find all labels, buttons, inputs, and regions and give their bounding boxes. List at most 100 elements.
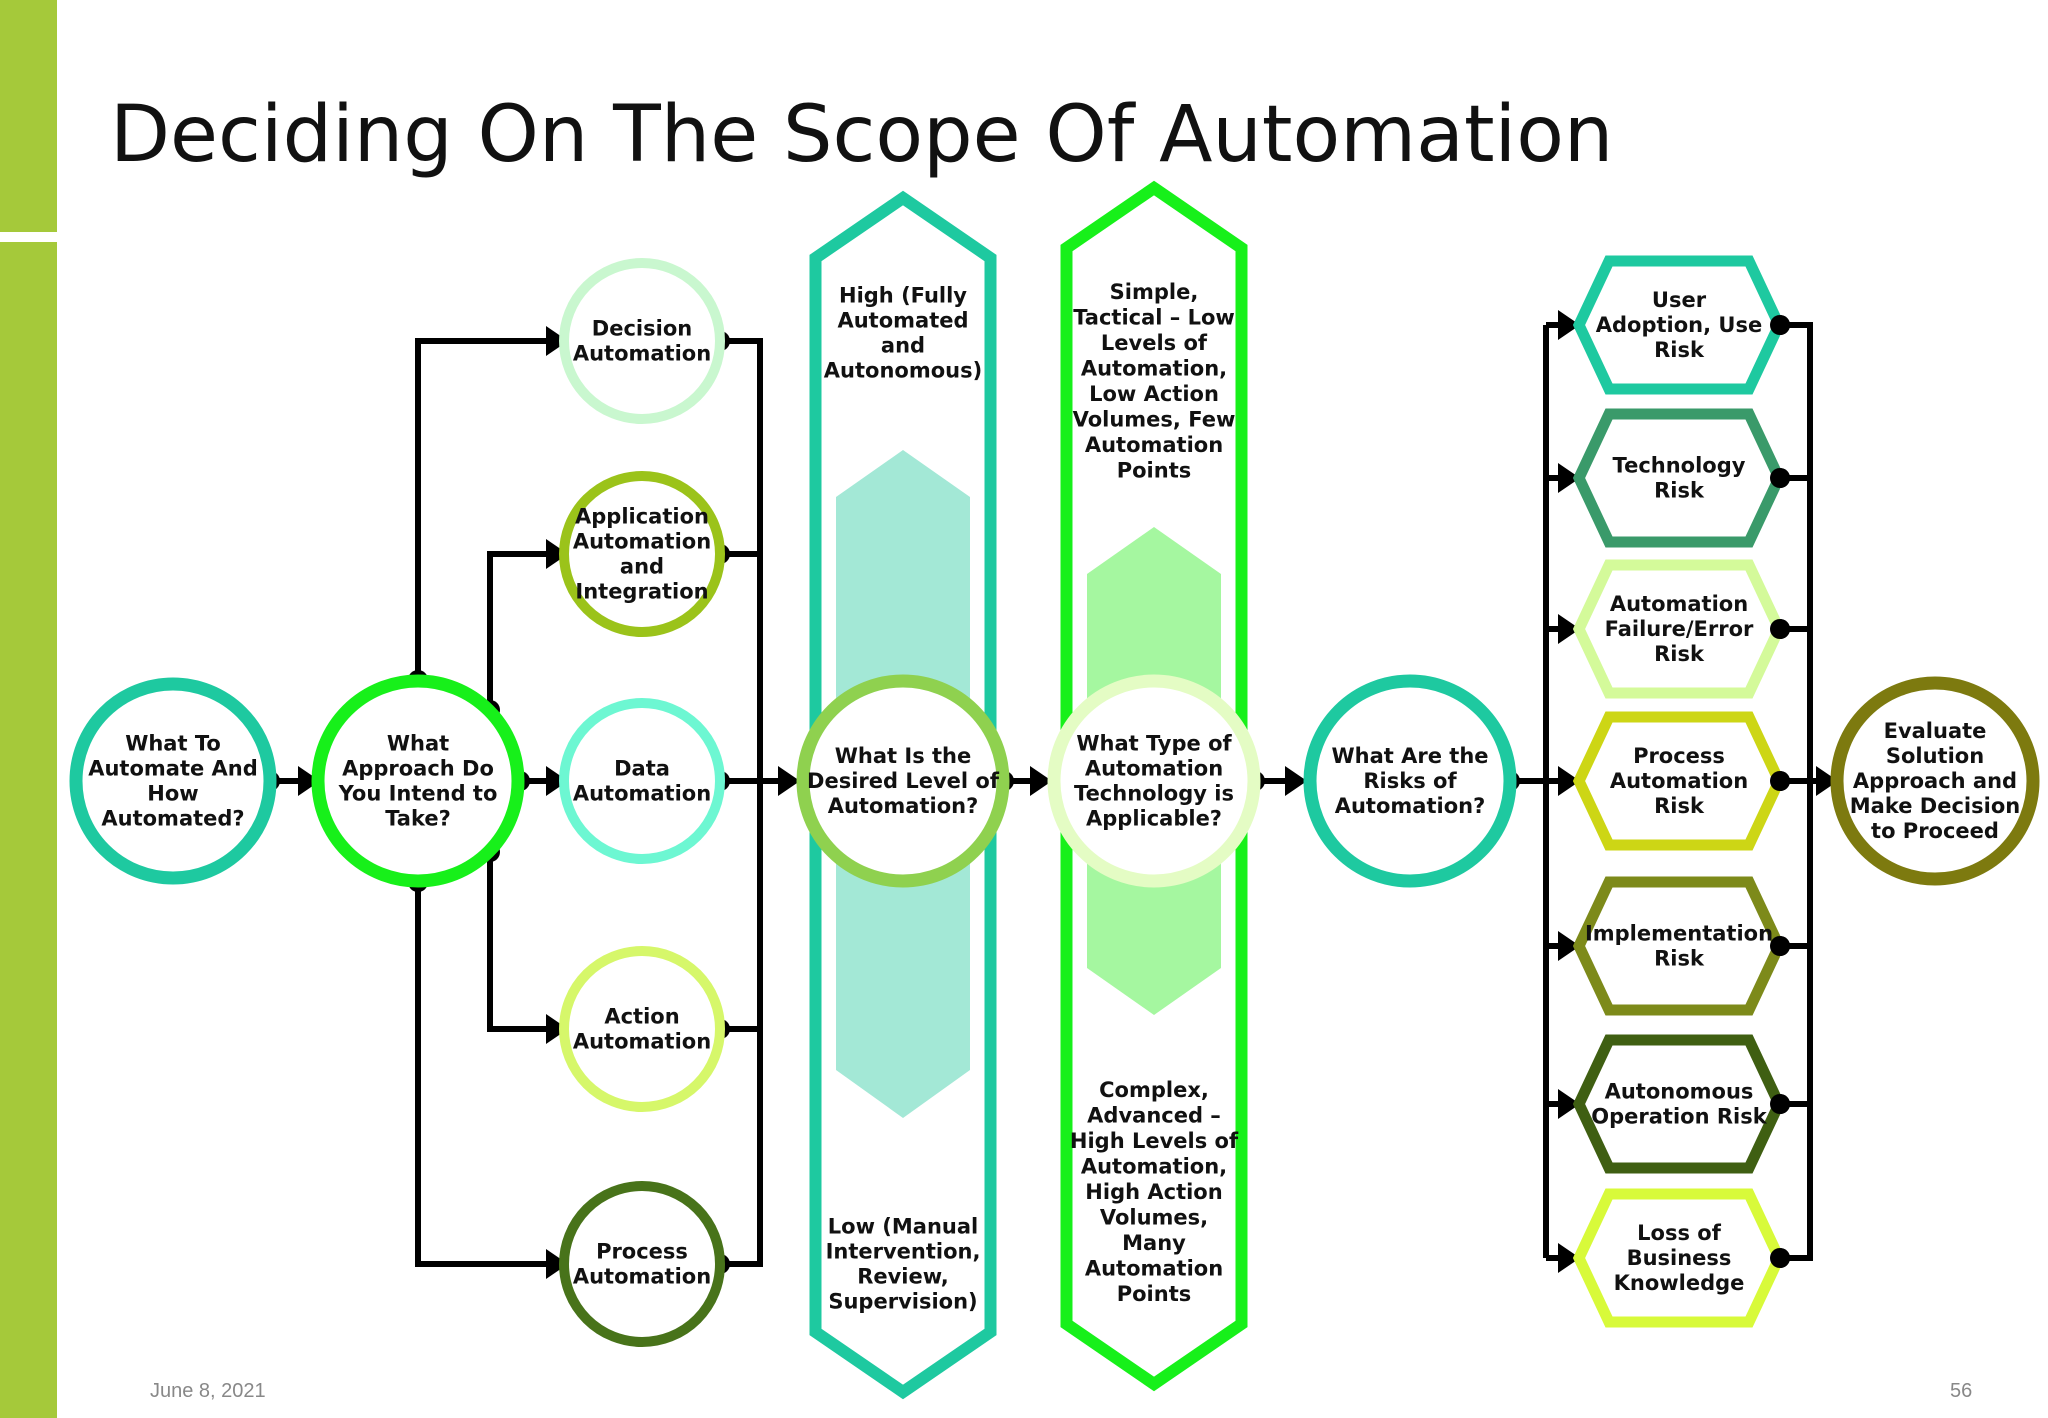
connector-line bbox=[720, 338, 763, 1267]
risk-label-line: Risk bbox=[1654, 794, 1705, 818]
connector-dot bbox=[1770, 315, 1790, 335]
level-low-label-line: Supervision) bbox=[828, 1290, 977, 1314]
technology-complex-label-line: High Action bbox=[1085, 1180, 1222, 1204]
approach-type-label-line: and bbox=[620, 555, 664, 579]
technology-complex-label-line: Volumes, bbox=[1100, 1206, 1208, 1230]
decision-node bbox=[1830, 676, 2040, 886]
connector-line bbox=[487, 852, 548, 1032]
connector-dot bbox=[1770, 619, 1790, 639]
approach-node bbox=[311, 674, 525, 888]
connector-dot bbox=[1770, 468, 1790, 488]
approach-type-node bbox=[559, 698, 725, 864]
approach-type-node bbox=[559, 471, 725, 637]
level-high-label-line: High (Fully bbox=[839, 284, 967, 308]
approach-type-label-line: Action bbox=[604, 1005, 679, 1029]
risks-node-label-line: Automation? bbox=[1335, 794, 1486, 818]
arrowhead bbox=[1285, 766, 1307, 796]
risk-label-line: Autonomous bbox=[1605, 1080, 1754, 1104]
risk-label-line: Knowledge bbox=[1614, 1271, 1745, 1295]
approach-type-label-line: Automation bbox=[573, 530, 711, 554]
technology-complex-label-line: Advanced – bbox=[1087, 1104, 1221, 1128]
start-node-label-line: What To bbox=[125, 732, 221, 756]
decision-node-label-line: Make Decision bbox=[1850, 794, 2020, 818]
arrowhead bbox=[1558, 1243, 1580, 1273]
technology-simple-label-line: Points bbox=[1117, 458, 1192, 482]
approach-type-node bbox=[559, 1181, 725, 1347]
risk-label-line: Automation bbox=[1610, 592, 1748, 616]
arrowhead bbox=[546, 766, 568, 796]
approach-node-label-line: What bbox=[387, 732, 449, 756]
approach-type-label-line: Process bbox=[596, 1240, 688, 1264]
risk-label-line: Risk bbox=[1654, 642, 1705, 666]
risks-node-label-line: Risks of bbox=[1363, 769, 1457, 793]
decision-node-label-line: Solution bbox=[1886, 744, 1984, 768]
arrowhead bbox=[1558, 310, 1580, 340]
risk-label-line: Business bbox=[1627, 1246, 1732, 1270]
arrowhead bbox=[1558, 931, 1580, 961]
arrowhead bbox=[546, 539, 568, 569]
start-node-label-line: Automated? bbox=[101, 807, 244, 831]
start-node-label-line: Automate And bbox=[88, 757, 258, 781]
technology-complex-label-line: Automation, bbox=[1081, 1155, 1227, 1179]
accent-bar-bottom bbox=[0, 242, 57, 1418]
risk-label-line: Implementation bbox=[1585, 922, 1773, 946]
risk-label-line: Risk bbox=[1654, 338, 1705, 362]
level-high-label-line: and bbox=[881, 334, 925, 358]
technology-simple-label-line: Levels of bbox=[1101, 331, 1208, 355]
technology-complex-label-line: High Levels of bbox=[1070, 1129, 1239, 1153]
approach-node-label-line: You Intend to bbox=[338, 782, 498, 806]
arrowhead bbox=[1558, 1089, 1580, 1119]
arrowhead bbox=[1558, 463, 1580, 493]
connector-line bbox=[1780, 322, 1813, 1261]
risk-label-line: Risk bbox=[1654, 479, 1705, 503]
arrowhead bbox=[1558, 614, 1580, 644]
technology-node-label-line: Automation bbox=[1085, 757, 1223, 781]
connector-dot bbox=[1770, 936, 1790, 956]
level-high-label-line: Automated bbox=[837, 309, 968, 333]
approach-type-label-line: Automation bbox=[573, 782, 711, 806]
technology-node bbox=[1047, 674, 1261, 888]
approach-type-label-line: Data bbox=[614, 757, 670, 781]
approach-type-node bbox=[559, 946, 725, 1112]
arrowhead bbox=[1030, 766, 1052, 796]
technology-simple-label-line: Tactical – Low bbox=[1073, 305, 1235, 329]
decision-node-label-line: to Proceed bbox=[1871, 819, 1999, 843]
level-high-label-line: Autonomous) bbox=[824, 359, 982, 383]
risk-label-line: User bbox=[1652, 288, 1707, 312]
technology-simple-label-line: Simple, bbox=[1110, 280, 1199, 304]
approach-node-label-line: Take? bbox=[385, 807, 451, 831]
risk-label-line: Failure/Error bbox=[1605, 617, 1754, 641]
technology-node-label-line: What Type of bbox=[1076, 732, 1232, 756]
decision-node-label-line: Approach and bbox=[1853, 769, 2017, 793]
technology-simple-label-line: Volumes, Few bbox=[1073, 407, 1236, 431]
level-node-label-line: What Is the bbox=[835, 744, 972, 768]
technology-complex-label-line: Automation bbox=[1085, 1257, 1223, 1281]
technology-complex-label-line: Points bbox=[1117, 1282, 1192, 1306]
approach-type-node bbox=[559, 258, 725, 424]
start-node bbox=[69, 677, 277, 885]
approach-type-label-line: Integration bbox=[575, 580, 708, 604]
connector-dot bbox=[1770, 1094, 1790, 1114]
level-node-label-line: Automation? bbox=[828, 794, 979, 818]
risk-label-line: Technology bbox=[1613, 454, 1746, 478]
level-node-label-line: Desired Level of bbox=[807, 769, 1000, 793]
decision-node-label-line: Evaluate bbox=[1884, 719, 1987, 743]
approach-type-label-line: Automation bbox=[573, 1030, 711, 1054]
approach-type-label-line: Automation bbox=[573, 342, 711, 366]
accent-bar-top bbox=[0, 0, 57, 232]
technology-node-label-line: Applicable? bbox=[1086, 807, 1222, 831]
